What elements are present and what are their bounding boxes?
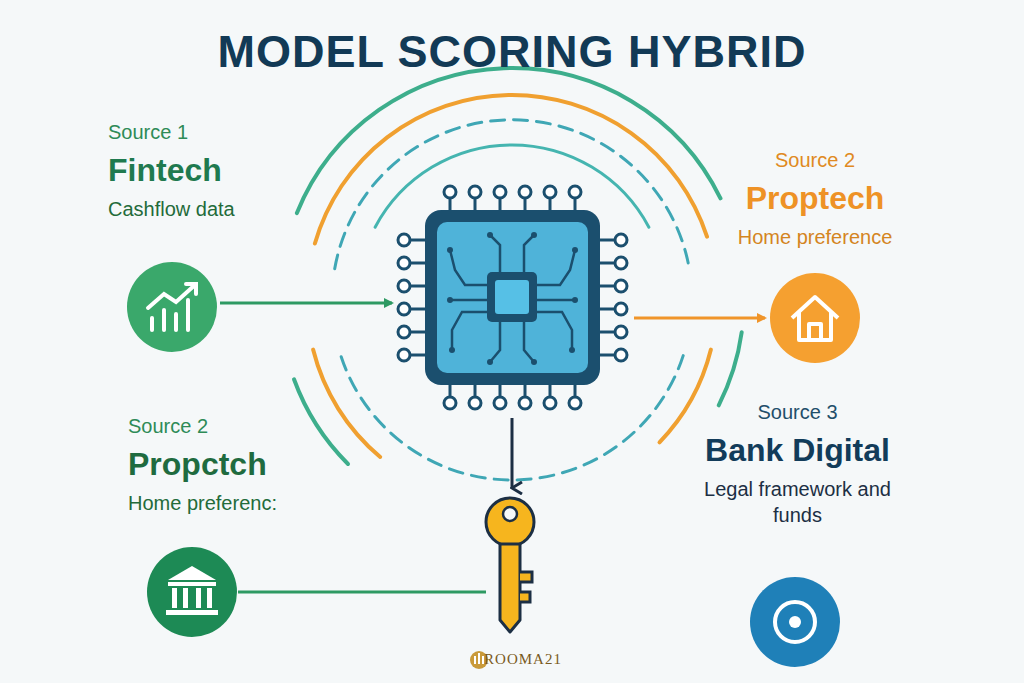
source-description: Home preference: [705, 224, 925, 250]
brand-logo: ROOMA21: [462, 651, 562, 667]
pin-dot: [444, 397, 456, 409]
fintech-icon: [127, 262, 217, 352]
pin-dot: [494, 397, 506, 409]
ring-arc: [294, 379, 348, 464]
pin-dot: [519, 186, 531, 198]
logo-wrap: ROOMA21: [0, 650, 1024, 668]
key-symbol: [486, 498, 534, 632]
ring-symbol: [775, 602, 815, 642]
pin-dot: [615, 326, 627, 338]
source-number: Source 2: [128, 414, 328, 438]
source-number: Source 2: [705, 148, 925, 172]
pin-dot: [398, 326, 410, 338]
pin-dot: [615, 280, 627, 292]
source-description: Cashflow data: [108, 196, 308, 222]
source-group: Source 1 FintechCashflow data: [108, 120, 308, 222]
source-number: Source 3: [690, 400, 905, 424]
pin-dot: [544, 397, 556, 409]
flow-arrow: [220, 302, 392, 305]
chart-symbol: [148, 284, 196, 330]
pin-dot: [544, 186, 556, 198]
chip-trace-dots: [447, 232, 578, 365]
chip-body: [425, 210, 600, 385]
source-description: Home preferenc:: [128, 490, 328, 516]
pin-dot: [398, 349, 410, 361]
pin-dot: [569, 186, 581, 198]
flow-arrow: [511, 418, 514, 488]
pin-dot: [398, 280, 410, 292]
pin-dot: [569, 397, 581, 409]
source-description: Legal framework and funds: [690, 476, 905, 528]
source-number: Source 1: [108, 120, 308, 144]
ring-arc: [719, 332, 742, 405]
pin-dot: [519, 397, 531, 409]
chip-core: [487, 272, 537, 322]
pin-dot: [444, 186, 456, 198]
proptech-icon: [770, 273, 860, 363]
chip-face: [437, 222, 588, 373]
pin-dot: [469, 186, 481, 198]
ring-arcs: [294, 68, 742, 480]
pin-dot: [615, 257, 627, 269]
source-group: Source 2 PropctchHome preferenc:: [128, 414, 328, 516]
pin-dot: [615, 349, 627, 361]
chip-traces: [450, 235, 575, 362]
chip-core-face: [495, 280, 529, 314]
pin-dot: [398, 234, 410, 246]
bank-symbol: [166, 566, 218, 615]
house-symbol: [792, 297, 838, 340]
source-name: Propctch: [128, 444, 328, 484]
digital-icon: [750, 577, 840, 667]
source-name: Bank Digital: [690, 430, 905, 470]
ring-arc: [660, 350, 711, 443]
pin-dot: [469, 397, 481, 409]
ring-arc: [313, 350, 380, 457]
pin-dot: [398, 257, 410, 269]
pin-dot: [398, 303, 410, 315]
link-line: [238, 591, 486, 594]
source-group: Source 3 Bank DigitalLegal framework and …: [690, 400, 905, 528]
pin-dot: [615, 303, 627, 315]
chip-pins: [398, 186, 627, 409]
source-group: Source 2 ProptechHome preference: [705, 148, 925, 250]
source-name: Fintech: [108, 150, 308, 190]
diagram-title: MODEL SCORING HYBRID: [0, 26, 1024, 78]
source-name: Proptech: [705, 178, 925, 218]
pin-dot: [494, 186, 506, 198]
pin-dot: [615, 234, 627, 246]
dot-symbol: [789, 616, 801, 628]
bank-icon: [147, 547, 237, 637]
flow-arrow: [634, 317, 765, 320]
